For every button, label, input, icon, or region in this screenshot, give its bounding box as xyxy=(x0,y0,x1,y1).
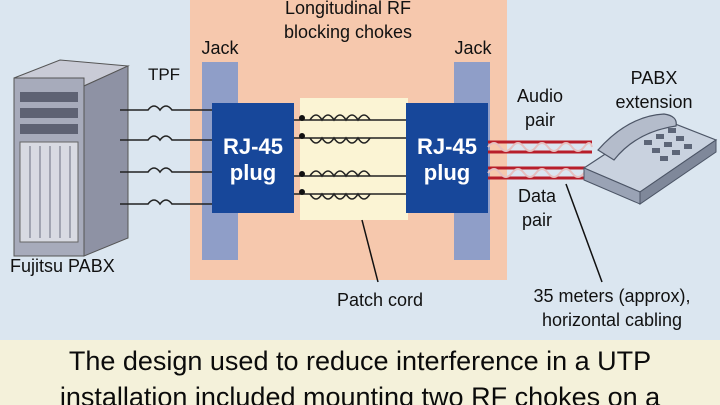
patch-cord-area xyxy=(300,98,408,220)
rj45-plug-right xyxy=(406,103,488,213)
tpf-lines xyxy=(120,105,212,206)
jack-right-label: Jack xyxy=(454,38,492,58)
caption-line1: The design used to reduce interference i… xyxy=(68,346,652,376)
utp-cable-pairs xyxy=(487,140,593,180)
plug-right-line1: RJ-45 xyxy=(417,134,477,159)
data-pair-line2: pair xyxy=(522,210,552,230)
cabling-pointer xyxy=(565,183,603,283)
tpf-label: TPF xyxy=(148,65,180,84)
pabx-extension-line1: PABX xyxy=(631,68,678,88)
rj45-plug-left xyxy=(212,103,294,213)
plug-left-line2: plug xyxy=(230,160,276,185)
polarity-dots xyxy=(299,115,305,195)
patch-cord-pointer xyxy=(361,219,379,283)
rf-choke-coils xyxy=(294,114,406,200)
fujitsu-pabx-rack xyxy=(13,59,130,257)
figure-caption: The design used to reduce interference i… xyxy=(0,340,720,405)
plug-right-line2: plug xyxy=(424,160,470,185)
fujitsu-pabx-label: Fujitsu PABX xyxy=(10,256,115,276)
data-pair-line1: Data xyxy=(518,186,557,206)
patch-cord-label: Patch cord xyxy=(337,290,423,310)
caption-line2: installation included mounting two RF ch… xyxy=(59,382,661,405)
audio-pair-line1: Audio xyxy=(517,86,563,106)
cabling-label-line1: 35 meters (approx), xyxy=(533,286,690,306)
audio-pair-line2: pair xyxy=(525,110,555,130)
plug-left-line1: RJ-45 xyxy=(223,134,283,159)
chokes-label-line1: Longitudinal RF xyxy=(285,0,411,18)
chokes-label-line2: blocking chokes xyxy=(284,22,412,42)
utp-rf-choke-diagram: Longitudinal RF blocking chokes Jack Jac… xyxy=(10,0,718,330)
jack-left-label: Jack xyxy=(201,38,239,58)
pabx-extension-phone xyxy=(582,113,718,205)
cabling-label-line2: horizontal cabling xyxy=(542,310,682,330)
pabx-extension-line2: extension xyxy=(615,92,692,112)
